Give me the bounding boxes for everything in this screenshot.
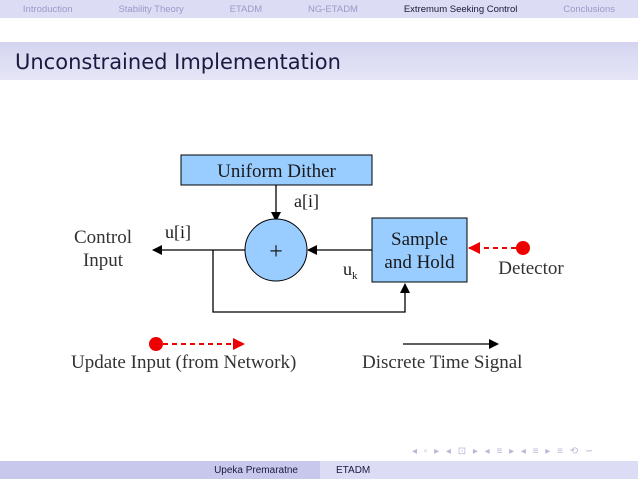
detector-source-dot bbox=[516, 241, 530, 255]
page-title: Unconstrained Implementation bbox=[15, 50, 341, 74]
uk-label: uk bbox=[343, 259, 358, 282]
sample-hold-label-2: and Hold bbox=[384, 252, 455, 273]
title-bar: Unconstrained Implementation bbox=[0, 42, 638, 80]
detector-label: Detector bbox=[498, 258, 564, 279]
beamer-nav-icons[interactable]: ◂ ▫ ▸ ◂ ⊡ ▸ ◂ ≡ ▸ ◂ ≡ ▸ ≡ ⟲ ∽ bbox=[412, 446, 596, 457]
legend-update-label: Update Input (from Network) bbox=[71, 352, 296, 373]
nav-item-ng-etadm[interactable]: NG-ETADM bbox=[308, 3, 358, 15]
footer-author: Upeka Premaratne bbox=[0, 461, 320, 479]
feedback-loop bbox=[212, 250, 410, 313]
nav-item-stability-theory[interactable]: Stability Theory bbox=[118, 3, 184, 15]
uniform-dither-label: Uniform Dither bbox=[217, 161, 336, 182]
u-i-label: u[i] bbox=[165, 222, 191, 242]
nav-item-etadm[interactable]: ETADM bbox=[229, 3, 263, 15]
legend-update-dot bbox=[149, 337, 163, 351]
control-input-label-2: Input bbox=[83, 250, 124, 271]
legend-discrete-label: Discrete Time Signal bbox=[362, 352, 522, 373]
sample-hold-label-1: Sample bbox=[391, 229, 448, 250]
nav-item-conclusions[interactable]: Conclusions bbox=[563, 3, 615, 15]
footer: Upeka Premaratne ETADM bbox=[0, 461, 638, 479]
a-i-label: a[i] bbox=[294, 191, 319, 211]
sum-symbol: + bbox=[269, 239, 283, 265]
nav-item-extremum-seeking-control[interactable]: Extremum Seeking Control bbox=[403, 3, 518, 15]
footer-title: ETADM bbox=[320, 461, 638, 479]
nav-item-introduction[interactable]: Introduction bbox=[22, 3, 73, 15]
control-input-label-1: Control bbox=[74, 227, 132, 248]
section-nav: Introduction Stability Theory ETADM NG-E… bbox=[0, 0, 638, 18]
